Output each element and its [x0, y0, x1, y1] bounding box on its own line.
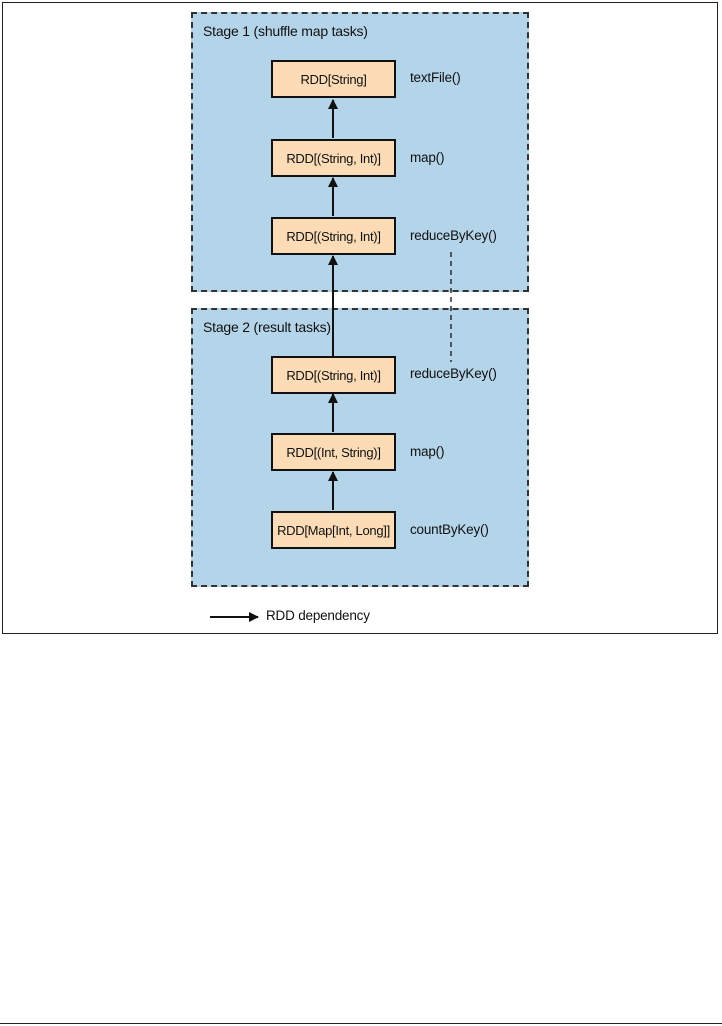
- stage-2-title: Stage 2 (result tasks): [203, 319, 331, 335]
- rdd-node: RDD[(String, Int)]: [271, 139, 396, 177]
- rdd-node: RDD[Map[Int, Long]]: [271, 511, 396, 549]
- rdd-node: RDD[String]: [271, 60, 396, 98]
- operation-label: textFile(): [410, 70, 461, 85]
- operation-label: reduceByKey(): [410, 228, 497, 243]
- stage-1-title: Stage 1 (shuffle map tasks): [203, 23, 368, 39]
- rdd-node: RDD[(String, Int)]: [271, 356, 396, 394]
- rdd-node: RDD[(String, Int)]: [271, 217, 396, 255]
- operation-label: countByKey(): [410, 522, 489, 537]
- figure-frame: [2, 2, 718, 634]
- operation-label: map(): [410, 150, 445, 165]
- rdd-node: RDD[(Int, String)]: [271, 433, 396, 471]
- legend-label: RDD dependency: [266, 608, 370, 623]
- operation-label: reduceByKey(): [410, 366, 497, 381]
- page-bottom-rule: [0, 1023, 722, 1024]
- operation-label: map(): [410, 444, 445, 459]
